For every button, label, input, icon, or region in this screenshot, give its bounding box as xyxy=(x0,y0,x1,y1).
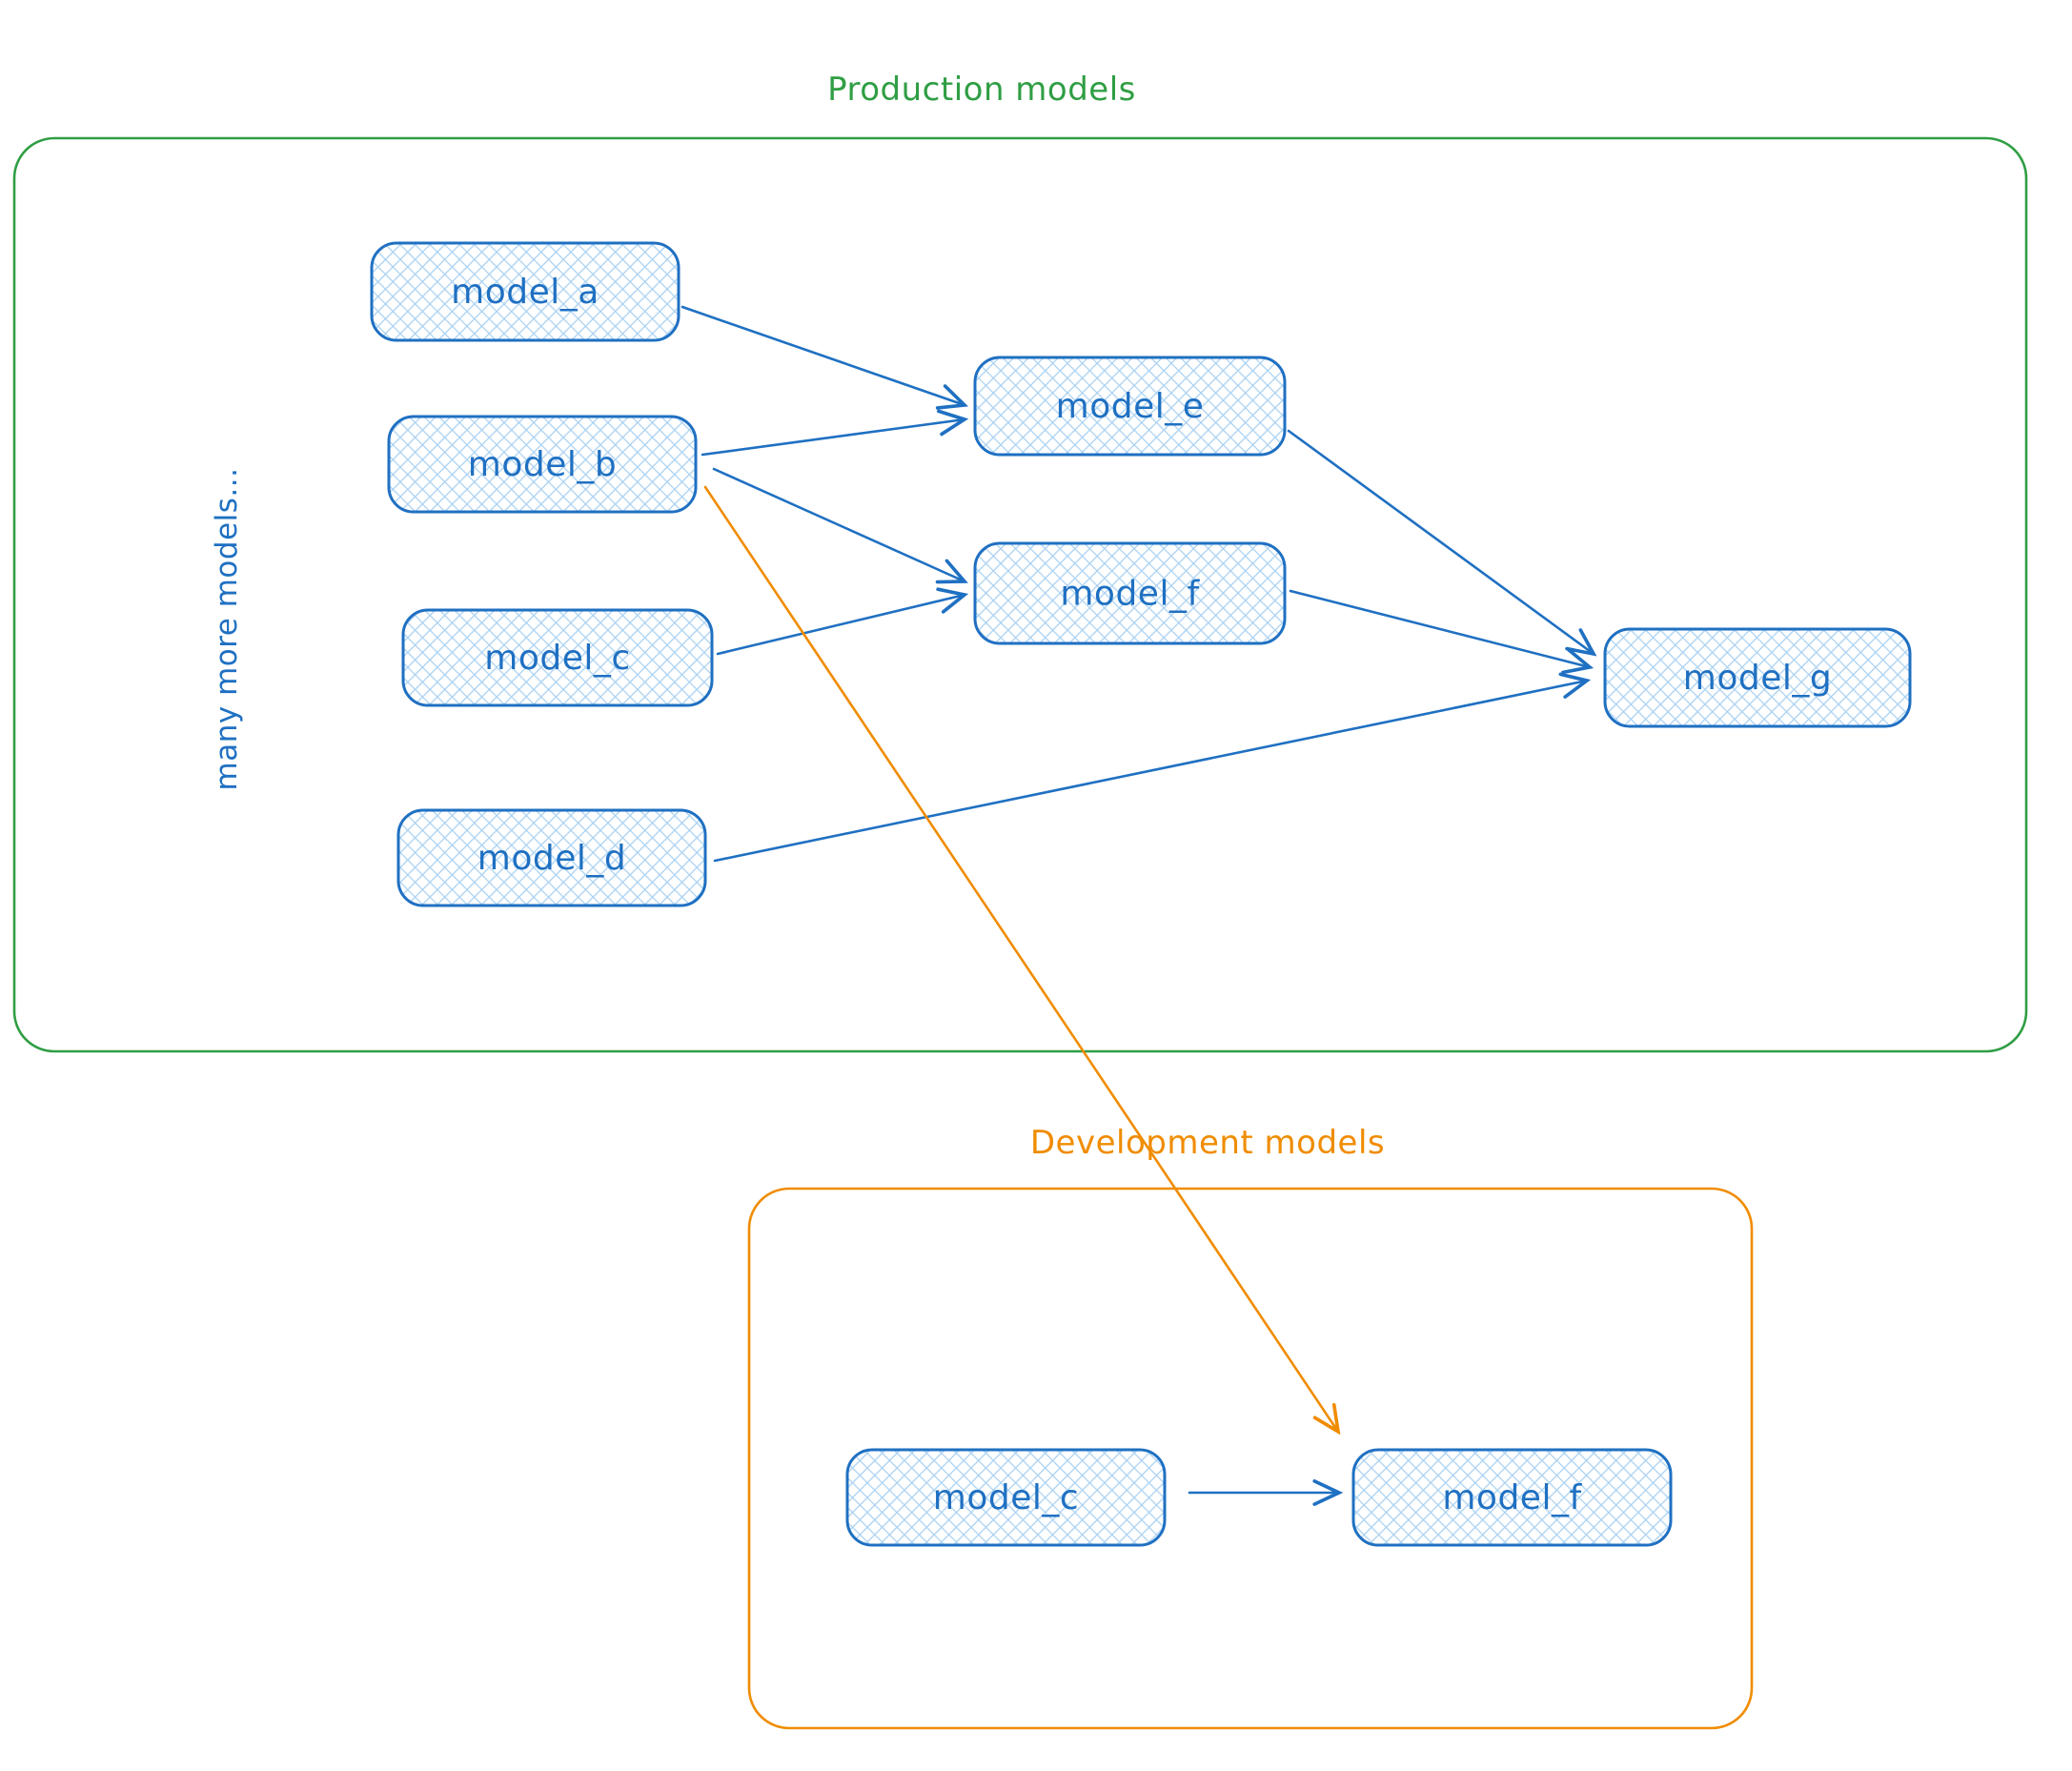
node-model_a: model_a xyxy=(370,241,681,342)
edge-model_d-to-model_g xyxy=(713,672,1592,863)
production-models-title: Production models xyxy=(827,71,1136,109)
node-dev_model_c: model_c xyxy=(845,1448,1167,1547)
node-dev_model_f-label: model_f xyxy=(1442,1478,1582,1517)
node-model_e: model_e xyxy=(973,356,1287,457)
node-model_b-label: model_b xyxy=(468,445,617,484)
node-model_a-box xyxy=(370,241,681,342)
node-model_e-box xyxy=(973,356,1287,457)
node-model_f-label: model_f xyxy=(1060,575,1200,614)
node-model_e-label: model_e xyxy=(1056,387,1205,426)
node-model_f: model_f xyxy=(973,541,1287,645)
node-dev_model_f: model_f xyxy=(1351,1448,1673,1547)
node-model_c: model_c xyxy=(401,608,714,707)
many-more-models-label: many more models... xyxy=(210,468,244,791)
node-model_c-box xyxy=(401,608,714,707)
node-model_g-label: model_g xyxy=(1683,659,1832,698)
edge-model_e-to-model_g xyxy=(1287,429,1597,657)
node-model_c-label: model_c xyxy=(484,639,630,678)
container-production-models xyxy=(12,136,2028,1053)
node-dev_model_c-box xyxy=(845,1448,1167,1547)
node-model_d-box xyxy=(396,808,707,907)
node-dev_model_c-label: model_c xyxy=(933,1478,1079,1517)
node-model_b-box xyxy=(387,415,698,514)
node-model_a-label: model_a xyxy=(451,273,599,312)
node-model_g: model_g xyxy=(1603,627,1912,728)
node-model_b: model_b xyxy=(387,415,698,514)
edge-model_b-to-dev_model_f xyxy=(703,485,1341,1435)
development-models-title: Development models xyxy=(1030,1124,1385,1162)
edge-model_c-to-model_f xyxy=(716,587,969,656)
edge-model_a-to-model_e xyxy=(681,305,969,410)
node-model_g-box xyxy=(1603,627,1912,728)
node-model_d: model_d xyxy=(396,808,707,907)
edge-model_b-to-model_f xyxy=(712,467,968,584)
container-development-models xyxy=(747,1187,1754,1730)
node-model_d-label: model_d xyxy=(477,839,626,878)
edge-model_b-to-model_e xyxy=(701,409,969,457)
node-dev_model_f-box xyxy=(1351,1448,1673,1547)
edge-model_f-to-model_g xyxy=(1289,589,1595,675)
node-model_f-box xyxy=(973,541,1287,645)
